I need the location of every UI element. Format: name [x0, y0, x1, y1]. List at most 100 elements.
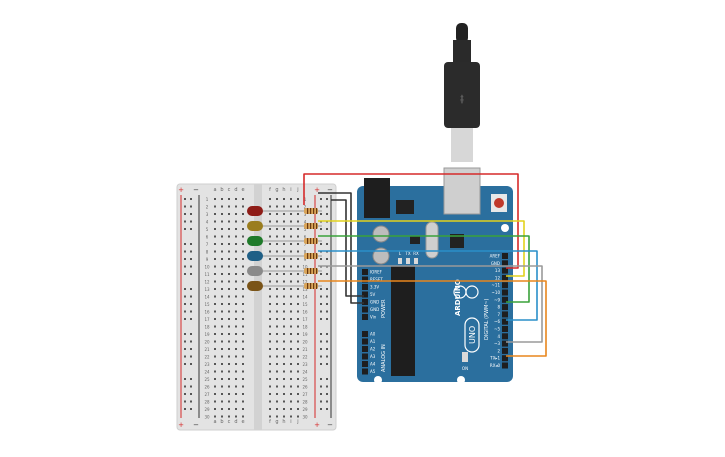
breadboard-hole[interactable]: [242, 205, 244, 208]
resistor[interactable]: [298, 268, 322, 274]
breadboard-hole[interactable]: [276, 258, 278, 260]
breadboard-hole[interactable]: [276, 408, 278, 410]
breadboard-hole[interactable]: [276, 378, 278, 380]
breadboard-hole[interactable]: [242, 370, 244, 373]
breadboard-hole[interactable]: [283, 393, 285, 395]
rail-hole[interactable]: [190, 220, 192, 223]
rail-hole[interactable]: [190, 205, 192, 208]
led-group[interactable]: [247, 206, 298, 291]
breadboard-hole[interactable]: [214, 243, 216, 245]
breadboard-hole[interactable]: [297, 213, 299, 215]
rail-hole[interactable]: [326, 228, 328, 230]
header-pin[interactable]: [362, 346, 368, 352]
breadboard-hole[interactable]: [290, 415, 292, 418]
breadboard-hole[interactable]: [235, 385, 237, 388]
breadboard-hole[interactable]: [269, 348, 271, 350]
breadboard-hole[interactable]: [221, 310, 223, 313]
breadboard-hole[interactable]: [228, 325, 230, 328]
breadboard-hole[interactable]: [297, 228, 299, 230]
header-pin[interactable]: [502, 260, 508, 267]
breadboard-hole[interactable]: [283, 235, 285, 238]
breadboard-hole[interactable]: [235, 408, 237, 410]
breadboard-hole[interactable]: [297, 363, 299, 365]
breadboard-hole[interactable]: [290, 318, 292, 320]
rail-hole[interactable]: [326, 363, 328, 365]
header-pin[interactable]: [362, 338, 368, 345]
rail-hole[interactable]: [320, 363, 322, 365]
breadboard-hole[interactable]: [297, 220, 299, 223]
breadboard-hole[interactable]: [242, 348, 244, 350]
header-pin[interactable]: [362, 269, 368, 275]
rail-hole[interactable]: [190, 340, 192, 343]
breadboard-hole[interactable]: [228, 415, 230, 418]
rail-hole[interactable]: [184, 378, 186, 380]
rail-hole[interactable]: [320, 333, 322, 335]
rail-hole[interactable]: [326, 258, 328, 260]
breadboard-hole[interactable]: [283, 288, 285, 290]
breadboard-hole[interactable]: [214, 235, 216, 238]
rail-hole[interactable]: [326, 243, 328, 245]
arduino-uno-board[interactable]: ON ARDUINO UNO POWER ANALOG IN DIGITAL (…: [357, 167, 513, 384]
rail-hole[interactable]: [190, 243, 192, 245]
rail-hole[interactable]: [184, 310, 186, 313]
breadboard-hole[interactable]: [228, 333, 230, 335]
breadboard-hole[interactable]: [283, 385, 285, 388]
rail-hole[interactable]: [190, 295, 192, 298]
rail-hole[interactable]: [190, 408, 192, 410]
breadboard-hole[interactable]: [242, 340, 244, 343]
header-pin[interactable]: [362, 368, 368, 375]
breadboard-hole[interactable]: [269, 370, 271, 373]
breadboard-hole[interactable]: [276, 348, 278, 350]
rail-hole[interactable]: [190, 400, 192, 403]
rail-hole[interactable]: [184, 295, 186, 298]
breadboard-hole[interactable]: [290, 288, 292, 290]
rail-hole[interactable]: [184, 340, 186, 343]
breadboard-hole[interactable]: [269, 378, 271, 380]
resistor[interactable]: [298, 208, 322, 214]
rail-hole[interactable]: [184, 228, 186, 230]
rail-hole[interactable]: [184, 318, 186, 320]
breadboard-hole[interactable]: [221, 280, 223, 283]
breadboard-hole[interactable]: [297, 205, 299, 208]
breadboard-hole[interactable]: [276, 355, 278, 358]
breadboard-hole[interactable]: [221, 370, 223, 373]
breadboard-hole[interactable]: [242, 295, 244, 298]
breadboard-hole[interactable]: [290, 310, 292, 313]
breadboard-hole[interactable]: [221, 265, 223, 268]
rail-hole[interactable]: [320, 205, 322, 208]
breadboard-hole[interactable]: [297, 280, 299, 283]
breadboard-hole[interactable]: [214, 378, 216, 380]
breadboard-hole[interactable]: [269, 198, 271, 200]
rail-hole[interactable]: [184, 273, 186, 275]
breadboard-hole[interactable]: [228, 228, 230, 230]
breadboard-hole[interactable]: [214, 303, 216, 305]
dc-power-jack[interactable]: [364, 178, 390, 218]
header-pin[interactable]: [502, 318, 508, 325]
breadboard-hole[interactable]: [297, 370, 299, 373]
breadboard-hole[interactable]: [283, 370, 285, 373]
rail-hole[interactable]: [184, 213, 186, 215]
rail-hole[interactable]: [184, 250, 186, 253]
breadboard-hole[interactable]: [297, 348, 299, 350]
breadboard-hole[interactable]: [221, 250, 223, 253]
breadboard-hole[interactable]: [283, 250, 285, 253]
breadboard-hole[interactable]: [276, 393, 278, 395]
breadboard-hole[interactable]: [290, 205, 292, 208]
rail-hole[interactable]: [190, 273, 192, 275]
breadboard-hole[interactable]: [235, 310, 237, 313]
breadboard-hole[interactable]: [290, 280, 292, 283]
rail-hole[interactable]: [320, 378, 322, 380]
breadboard-hole[interactable]: [214, 348, 216, 350]
wire-group[interactable]: [303, 173, 547, 357]
rail-hole[interactable]: [190, 310, 192, 313]
breadboard-hole[interactable]: [269, 205, 271, 208]
breadboard-hole[interactable]: [214, 393, 216, 395]
breadboard-hole[interactable]: [221, 355, 223, 358]
header-pin[interactable]: [362, 353, 368, 360]
breadboard-hole[interactable]: [269, 303, 271, 305]
breadboard-hole[interactable]: [214, 198, 216, 200]
breadboard-hole[interactable]: [214, 370, 216, 373]
breadboard-hole[interactable]: [221, 348, 223, 350]
wire-yellow-pin12[interactable]: [318, 220, 525, 277]
